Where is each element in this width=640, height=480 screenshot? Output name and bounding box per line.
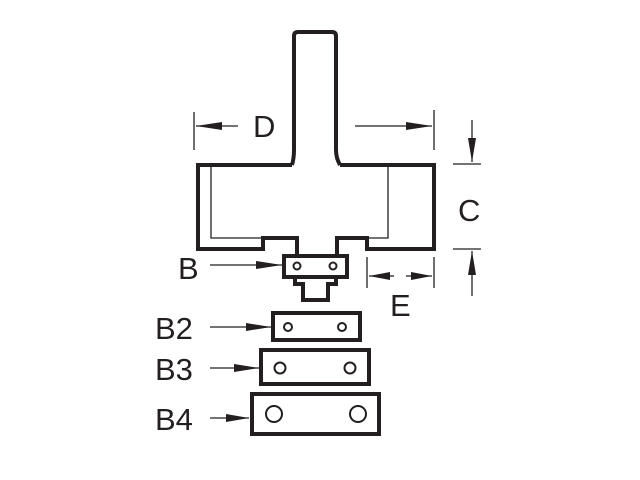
bearing-b3 — [259, 348, 371, 386]
label-b2: B2 — [155, 311, 193, 346]
cutter-body — [196, 163, 436, 256]
bearing-hole — [283, 322, 293, 332]
arrow-right-icon — [246, 323, 271, 331]
bearing-hole — [292, 261, 302, 271]
arrow-right-icon — [411, 272, 432, 280]
label-e: E — [390, 288, 411, 323]
label-b3: B3 — [155, 352, 193, 387]
bearing-hole — [265, 405, 283, 423]
bearing-b2 — [271, 311, 362, 342]
arrow-left-icon — [369, 272, 390, 280]
label-c: C — [458, 193, 480, 228]
bearing-hole — [343, 361, 357, 375]
arrow-right-icon — [226, 414, 249, 422]
bearing-hole — [328, 261, 338, 271]
arrow-left-icon — [196, 122, 222, 130]
label-b: B — [178, 251, 199, 286]
arrow-right-icon — [256, 261, 282, 269]
bearing-b — [282, 254, 349, 279]
arrow-down-icon — [468, 138, 476, 162]
label-b4: B4 — [155, 402, 193, 437]
bearing-hole — [337, 322, 347, 332]
label-d: D — [253, 109, 275, 144]
arrow-right-icon — [234, 364, 259, 372]
arrow-up-icon — [468, 251, 476, 275]
arrow-right-icon — [406, 122, 432, 130]
bearing-nut — [293, 277, 338, 302]
bearing-hole — [273, 361, 287, 375]
shank — [290, 30, 342, 166]
bearing-b4 — [250, 392, 381, 436]
cutter-inner-edge — [210, 167, 389, 239]
bearing-hole — [349, 405, 367, 423]
